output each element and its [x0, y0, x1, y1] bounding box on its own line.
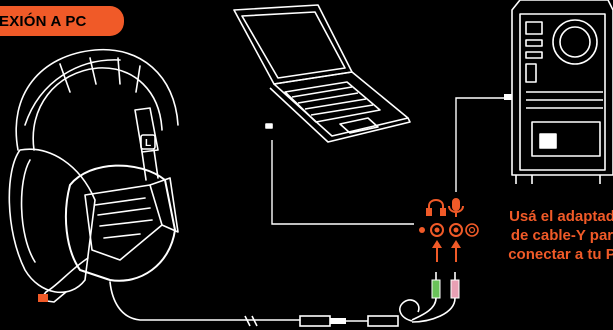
arrow-up-icon [432, 240, 461, 262]
caption-line: conectar a tu P [482, 245, 613, 264]
section-badge-label: EXIÓN A PC [0, 13, 87, 30]
caption-line: Usá el adaptad [482, 207, 613, 226]
headset-side-label: L [145, 138, 151, 149]
audio-jack-ports [419, 224, 478, 236]
microphone-icon [449, 199, 463, 217]
instruction-caption: Usá el adaptad de cable-Y par conectar a… [482, 207, 613, 264]
gaming-headset [9, 50, 300, 320]
y-adapter-cable [245, 272, 459, 326]
pc-tower-illustration [504, 0, 613, 184]
caption-line: de cable-Y par [482, 226, 613, 245]
headphones-icon [427, 200, 445, 215]
laptop-illustration [234, 5, 410, 142]
section-badge: EXIÓN A PC [0, 6, 124, 36]
connection-lines [272, 98, 504, 224]
